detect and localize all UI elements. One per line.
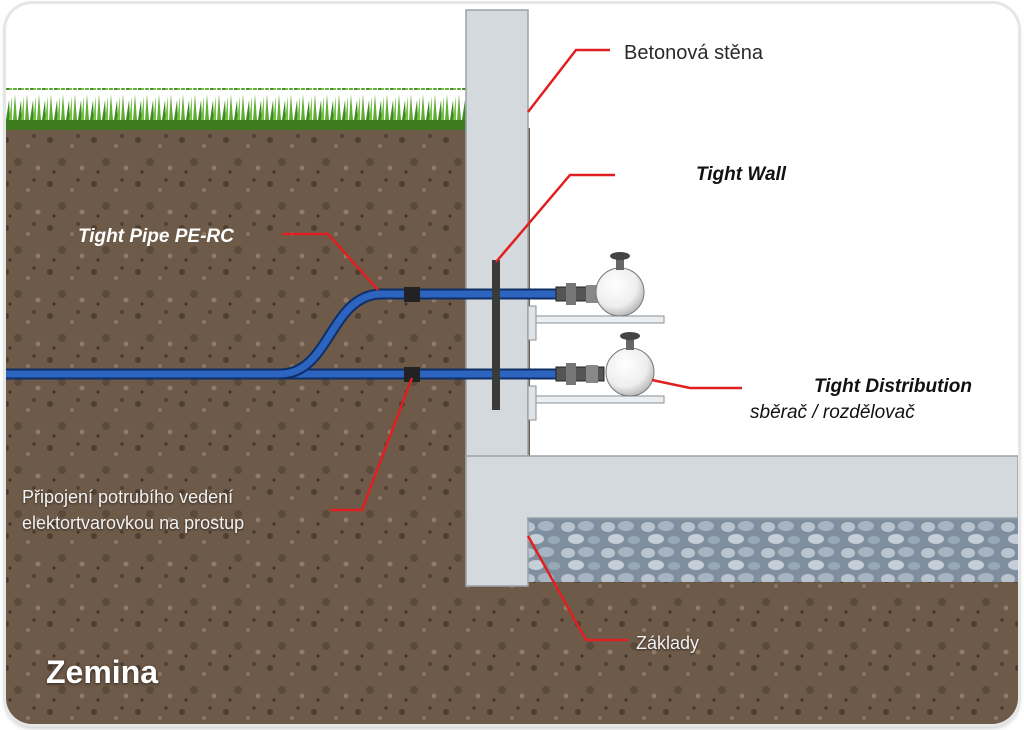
leader-tight-wall: [495, 173, 615, 263]
leader-connection: [330, 377, 414, 512]
electrofusion-coupling-lower: [404, 367, 420, 382]
label-connection-line2: elektortvarovkou na prostup: [22, 513, 245, 533]
label-tight-wall: Tight Wall: [696, 164, 787, 185]
label-connection-line1: Připojení potrubího vedení: [22, 487, 234, 507]
gravel-bed: [528, 518, 1018, 582]
diagram-frame: Betonová stěna Tight Wall Tight Pipe PE-…: [6, 4, 1018, 724]
label-tight-pipe: Tight Pipe PE-RC: [78, 226, 234, 247]
installation-illustration: [6, 4, 1018, 724]
label-tight-distribution: Tight Distribution: [814, 376, 972, 397]
label-foundation: Základy: [636, 633, 700, 653]
leader-foundation: [526, 535, 628, 642]
floor-slab: [465, 455, 1018, 519]
distribution-unit-lower: [555, 332, 655, 397]
label-concrete-wall: Betonová stěna: [624, 42, 763, 64]
electrofusion-coupling-upper: [404, 287, 420, 302]
leader-concrete-wall: [527, 48, 610, 113]
label-soil: Zemina: [46, 654, 159, 690]
leader-tight-pipe: [282, 232, 379, 291]
leader-lines: [282, 48, 742, 642]
leader-tight-distribution: [651, 378, 742, 390]
distribution-unit-upper: [555, 252, 645, 317]
manifold-brackets: [527, 305, 665, 421]
pipes: [6, 287, 560, 382]
tight-wall-flange: [492, 260, 500, 410]
label-distribution-sub: sběrač / rozdělovač: [750, 402, 915, 423]
